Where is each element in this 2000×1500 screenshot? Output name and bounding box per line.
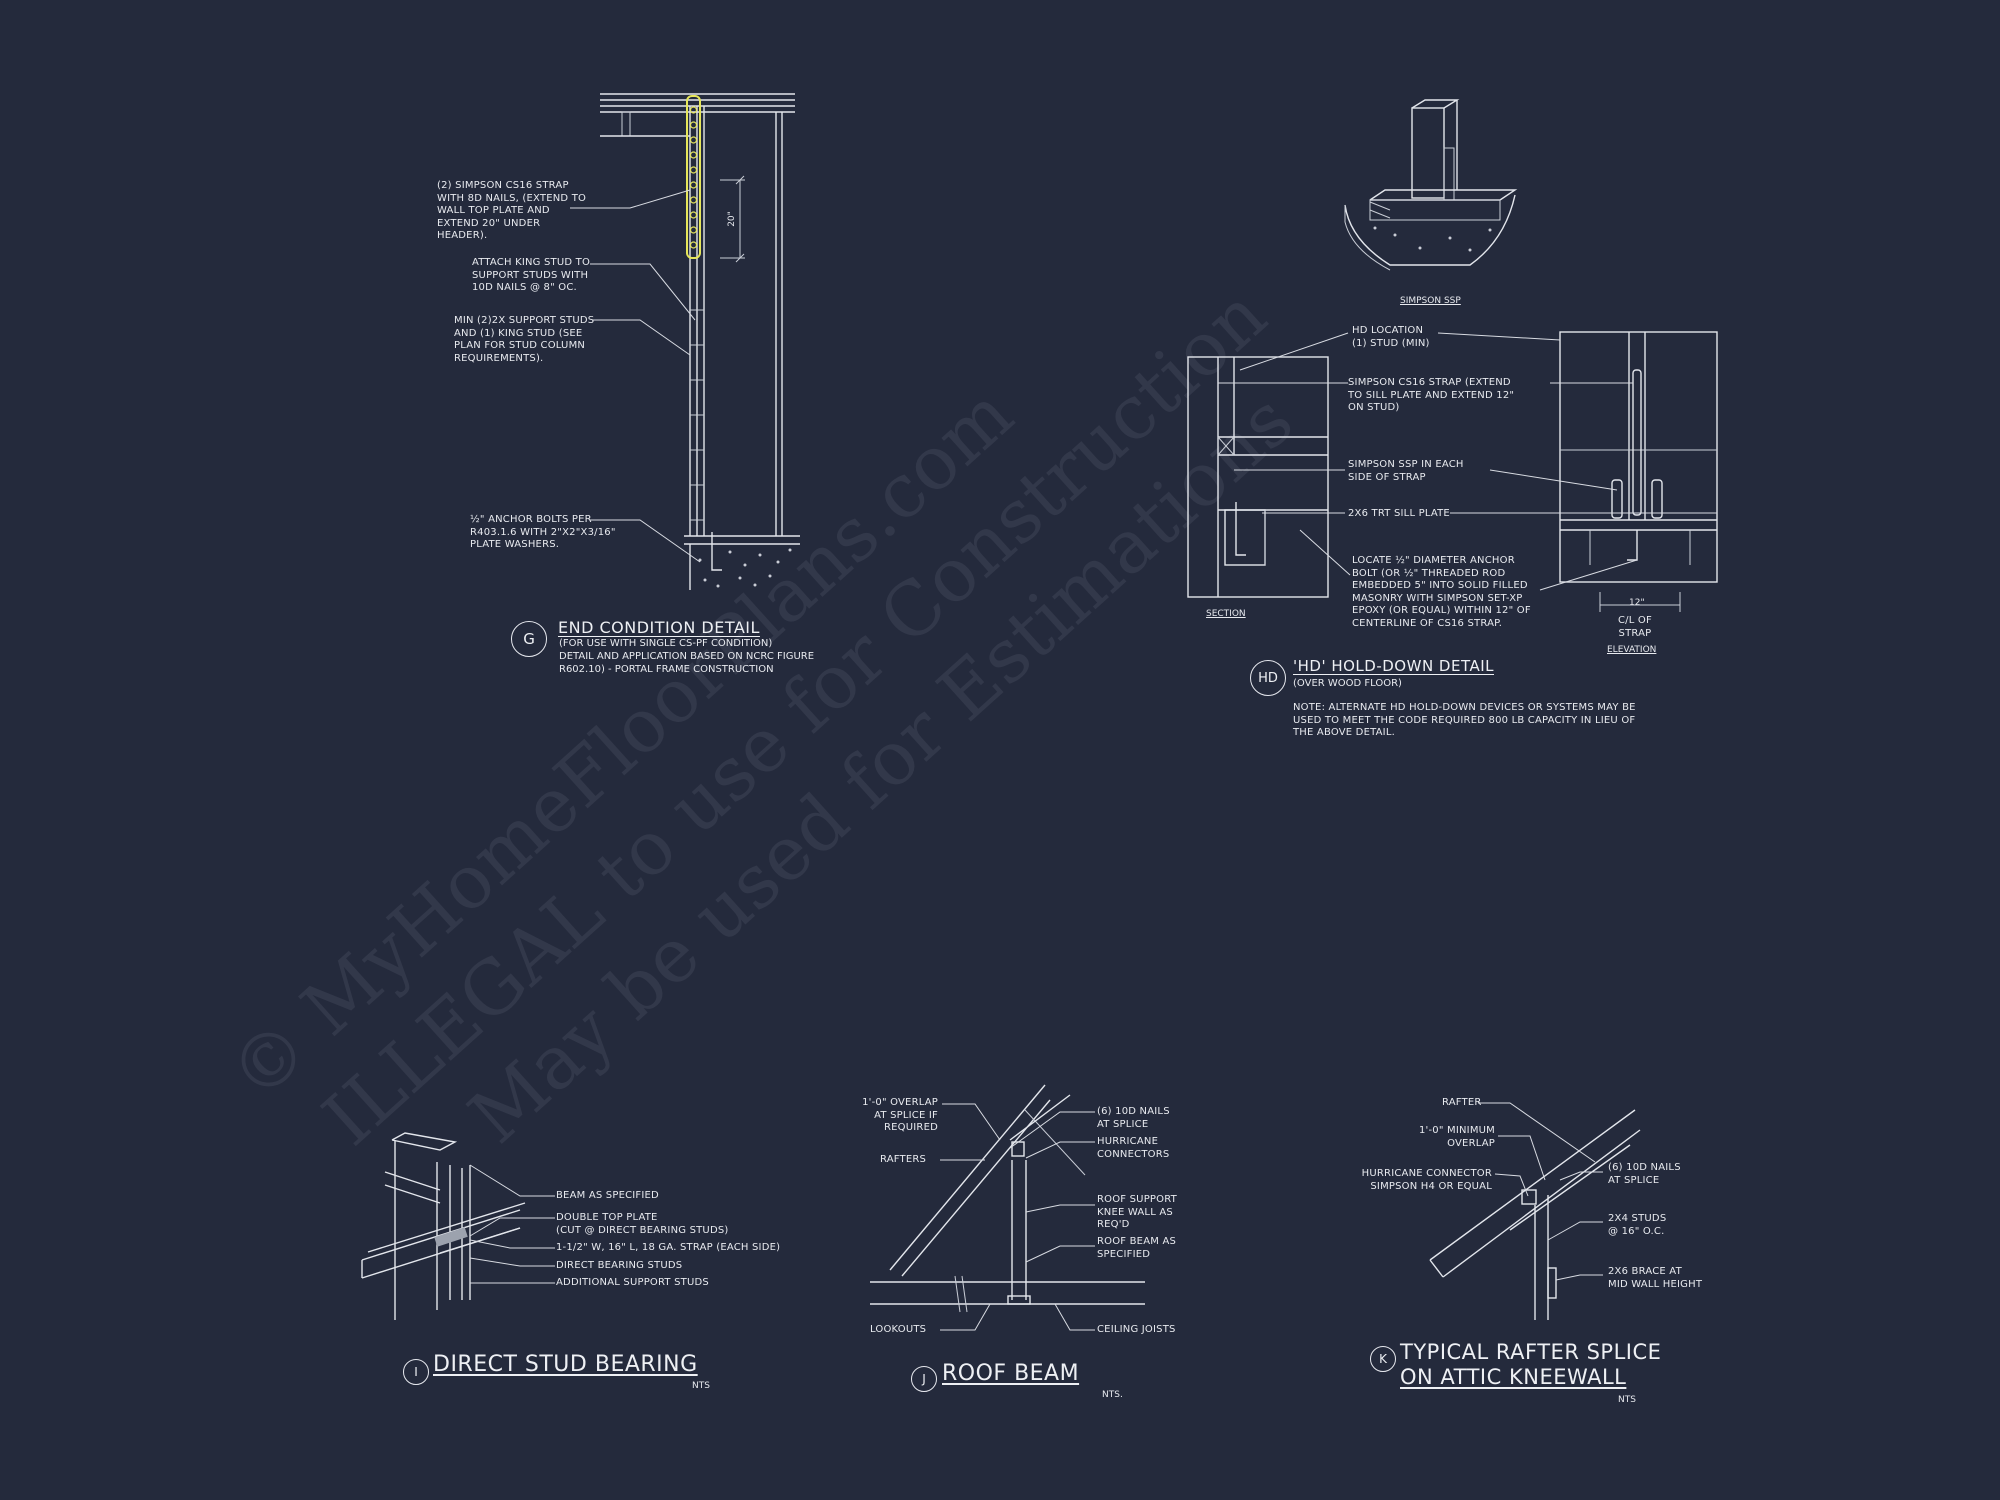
i-note-beam: BEAM AS SPECIFIED bbox=[556, 1190, 659, 1201]
direct-stud-leaders bbox=[469, 1164, 555, 1284]
simpson-ssp-drawing bbox=[1344, 99, 1518, 271]
g-note-support-studs: MIN (2)2X SUPPORT STUDS AND (1) KING STU… bbox=[454, 315, 595, 364]
hd-section-label: SECTION bbox=[1206, 609, 1246, 619]
g-note-cs16-strap: (2) SIMPSON CS16 STRAP WITH 8d NAILS, (E… bbox=[437, 180, 587, 241]
hd-elevation-drawing bbox=[1559, 331, 1718, 612]
roof-beam-leaders bbox=[940, 1103, 1095, 1331]
hd-detail-note: NOTE: ALTERNATE HD HOLD-DOWN DEVICES OR … bbox=[1293, 702, 1636, 738]
j-note-knee-wall: ROOF SUPPORT KNEE WALL AS REQ'D bbox=[1097, 1194, 1177, 1230]
k-note-overlap: 1'-0" MINIMUM OVERLAP bbox=[1418, 1125, 1495, 1149]
hd-dimension-12: 12" bbox=[1629, 598, 1645, 608]
i-note-top-plate: DOUBLE TOP PLATE (CUT @ DIRECT BEARING S… bbox=[556, 1212, 729, 1236]
hd-note-anchor-bolt: LOCATE ½" DIAMETER ANCHOR BOLT (OR ½" TH… bbox=[1352, 555, 1531, 629]
i-detail-nts: NTS bbox=[692, 1381, 710, 1391]
g-note-anchor-bolts: ½" ANCHOR BOLTS PER R403.1.6 WITH 2"x2"x… bbox=[470, 514, 616, 550]
rafter-splice-drawing bbox=[1429, 1109, 1641, 1320]
hd-cl-of-strap: C/L OF STRAP bbox=[1618, 615, 1652, 639]
j-note-ceiling-joists: CEILING JOISTS bbox=[1097, 1324, 1176, 1335]
g-detail-tag: G bbox=[511, 621, 547, 657]
direct-stud-bearing-drawing bbox=[361, 1132, 526, 1320]
hd-note-location: HD LOCATION (1) STUD (MIN) bbox=[1352, 325, 1430, 349]
j-note-roof-beam: ROOF BEAM AS SPECIFIED bbox=[1097, 1236, 1177, 1260]
j-note-overlap: 1'-0" OVERLAP AT SPLICE IF REQUIRED bbox=[862, 1097, 938, 1133]
k-note-studs: 2x4 STUDS @ 16" O.C. bbox=[1608, 1213, 1667, 1237]
i-detail-tag: I bbox=[403, 1359, 429, 1385]
j-note-rafters: RAFTERS bbox=[880, 1154, 927, 1165]
j-note-nails: (6) 10d NAILS AT SPLICE bbox=[1097, 1106, 1170, 1130]
j-note-hurricane: HURRICANE CONNECTORS bbox=[1097, 1136, 1170, 1160]
k-detail-nts: NTS bbox=[1618, 1395, 1636, 1405]
k-detail-title-line2: ON ATTIC KNEEWALL bbox=[1400, 1365, 1627, 1389]
k-note-brace: 2x6 BRACE AT MID WALL HEIGHT bbox=[1608, 1266, 1703, 1290]
i-detail-title: DIRECT STUD BEARING bbox=[433, 1352, 698, 1377]
hd-section-drawing bbox=[1187, 356, 1329, 598]
g-note-attach-king-stud: ATTACH KING STUD TO SUPPORT STUDS WITH 1… bbox=[472, 257, 591, 293]
j-detail-title: ROOF BEAM bbox=[942, 1361, 1080, 1386]
g-dimension-20: 20" bbox=[726, 211, 737, 227]
k-detail-tag: K bbox=[1370, 1346, 1396, 1372]
j-detail-nts: NTS. bbox=[1102, 1390, 1123, 1400]
j-note-lookouts: LOOKOUTS bbox=[870, 1324, 927, 1335]
k-detail-title-line1: TYPICAL RAFTER SPLICE bbox=[1400, 1340, 1662, 1364]
hd-elevation-label: ELEVATION bbox=[1607, 645, 1657, 655]
g-detail-subtitle: (FOR USE WITH SINGLE CS-PF CONDITION) DE… bbox=[559, 638, 815, 675]
ssp-label: SIMPSON SSP bbox=[1400, 296, 1461, 306]
hd-leaders bbox=[1218, 332, 1717, 591]
i-note-additional-studs: ADDITIONAL SUPPORT STUDS bbox=[556, 1277, 709, 1288]
k-note-hurricane: HURRICANE CONNECTOR SIMPSON H4 OR EQUAL bbox=[1361, 1168, 1492, 1192]
end-condition-drawing bbox=[570, 93, 800, 590]
hd-note-ssp: SIMPSON SSP IN EACH SIDE OF STRAP bbox=[1348, 459, 1464, 483]
hd-detail-subtitle: (OVER WOOD FLOOR) bbox=[1293, 678, 1402, 689]
hd-note-cs16-strap: SIMPSON CS16 STRAP (EXTEND TO SILL PLATE… bbox=[1348, 377, 1515, 413]
i-note-direct-bearing-studs: DIRECT BEARING STUDS bbox=[556, 1260, 683, 1271]
hd-detail-tag: HD bbox=[1250, 660, 1286, 696]
k-note-rafter: RAFTER bbox=[1442, 1097, 1482, 1108]
hd-note-sill-plate: 2x6 TRT SILL PLATE bbox=[1348, 508, 1450, 519]
hd-detail-title: 'HD' HOLD-DOWN DETAIL bbox=[1293, 657, 1494, 675]
k-note-nails: (6) 10d NAILS AT SPLICE bbox=[1608, 1162, 1681, 1186]
g-detail-title: END CONDITION DETAIL bbox=[558, 618, 760, 637]
j-detail-tag: J bbox=[911, 1366, 937, 1392]
i-note-strap: 1-1/2" W, 16" L, 18 GA. STRAP (EACH SIDE… bbox=[556, 1242, 781, 1253]
roof-beam-drawing bbox=[870, 1084, 1145, 1313]
rafter-splice-leaders bbox=[1478, 1102, 1603, 1281]
